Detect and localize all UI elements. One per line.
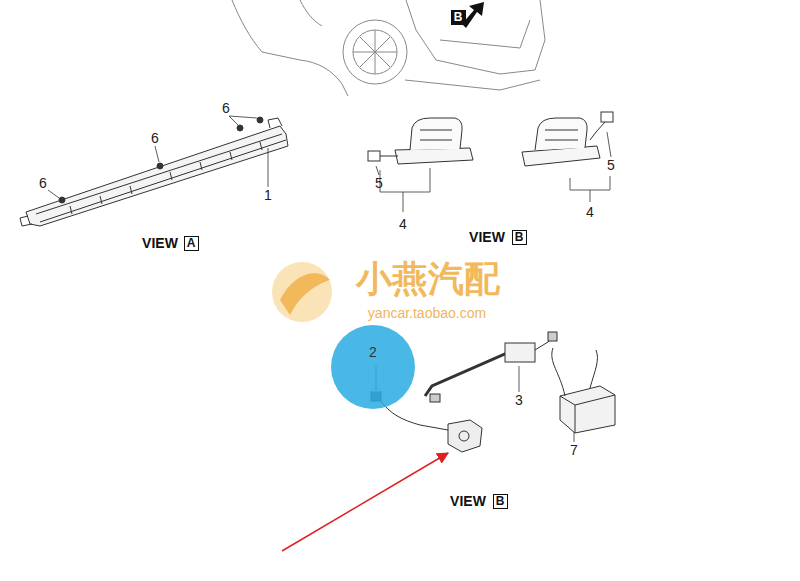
car-rear-part bbox=[300, 0, 322, 26]
leader-lines bbox=[48, 116, 611, 442]
leader-lines-part bbox=[48, 190, 59, 198]
view-caption: VIEW bbox=[450, 494, 486, 508]
license-lamp-right-part bbox=[601, 112, 613, 122]
camera-assembly-part bbox=[430, 394, 440, 402]
license-lamp-left bbox=[368, 118, 473, 164]
callout-number: 6 bbox=[39, 176, 47, 190]
car-rear-part bbox=[406, 0, 545, 74]
callout-number: 6 bbox=[151, 131, 159, 145]
license-lamp-right-part bbox=[545, 130, 578, 140]
callout-number: 1 bbox=[264, 188, 272, 202]
leader-lines-part bbox=[229, 116, 257, 118]
license-lamp-right-part bbox=[535, 118, 587, 150]
callout-number: 3 bbox=[515, 393, 523, 407]
watermark-logo-part bbox=[272, 262, 332, 322]
leader-lines-part bbox=[519, 366, 520, 392]
watermark-url: yancar.taobao.com bbox=[368, 306, 486, 320]
view-letter-box: B bbox=[493, 494, 508, 509]
pointer-arrow bbox=[282, 453, 448, 551]
control-module bbox=[552, 348, 615, 433]
node-text: B bbox=[454, 11, 463, 23]
callout-number: 5 bbox=[375, 176, 383, 190]
node-text: A bbox=[187, 237, 196, 249]
license-lamp-left-part bbox=[380, 156, 398, 157]
license-lamp-left-part bbox=[420, 130, 452, 140]
leader-lines-part bbox=[574, 432, 575, 442]
callout-number: 4 bbox=[399, 217, 407, 231]
view-letter-box: B bbox=[512, 230, 527, 245]
bumper-beam-part bbox=[36, 134, 282, 214]
camera-assembly-part bbox=[548, 332, 557, 341]
circle-fill bbox=[331, 325, 415, 409]
car-rear bbox=[232, 0, 545, 96]
callout-number: 6 bbox=[222, 101, 230, 115]
bumper-beam-part bbox=[40, 140, 286, 222]
control-module-part bbox=[560, 386, 615, 433]
license-lamp-left-part bbox=[395, 148, 473, 164]
car-rear-part bbox=[353, 30, 397, 74]
bumper-beam-part bbox=[26, 126, 288, 226]
bracket-part bbox=[570, 176, 610, 202]
view-letter-box: A bbox=[184, 236, 199, 251]
car-rear-part bbox=[405, 80, 540, 90]
leader-lines-part bbox=[268, 148, 269, 187]
control-module-part bbox=[590, 350, 597, 388]
license-lamp-right-part bbox=[522, 146, 600, 166]
view-caption: VIEW bbox=[142, 236, 178, 250]
view-caption: VIEW bbox=[469, 230, 505, 244]
bumper-beam-part bbox=[237, 125, 243, 131]
watermark-logo bbox=[272, 262, 332, 322]
bumper-beam-part bbox=[257, 117, 263, 123]
leader-lines-part bbox=[376, 166, 379, 175]
callout-number: 4 bbox=[586, 205, 594, 219]
control-module-part bbox=[552, 348, 565, 396]
control-module-part bbox=[560, 395, 615, 433]
bumper-beam-part bbox=[20, 216, 32, 226]
leader-lines-part bbox=[155, 146, 159, 162]
bumper-beam bbox=[20, 117, 288, 226]
license-lamp-left-part bbox=[410, 118, 462, 150]
node-text: 2 bbox=[369, 345, 377, 359]
car-rear-part bbox=[232, 0, 348, 96]
leader-lines-part bbox=[607, 132, 611, 157]
bumper-beam-part bbox=[157, 163, 163, 169]
leader-lines-part bbox=[229, 116, 238, 125]
bracket bbox=[380, 168, 610, 212]
bumper-beam-part bbox=[268, 118, 282, 128]
camera-assembly-part bbox=[459, 431, 469, 441]
circle-outline bbox=[331, 325, 415, 409]
callout-number: 5 bbox=[607, 158, 615, 172]
license-lamp-right bbox=[522, 112, 613, 166]
node-text: B bbox=[496, 495, 505, 507]
view-marker: B bbox=[451, 10, 466, 25]
bumper-beam-part bbox=[70, 142, 262, 214]
watermark-text: 小燕汽配 bbox=[356, 261, 500, 297]
car-rear-part bbox=[343, 20, 407, 84]
watermark-logo-part bbox=[280, 273, 330, 315]
bumper-beam-part bbox=[59, 197, 65, 203]
callout-number: 7 bbox=[570, 443, 578, 457]
bracket-part bbox=[380, 168, 430, 212]
car-rear-part bbox=[353, 30, 397, 74]
highlight-circle: 2 bbox=[331, 325, 415, 409]
camera-assembly-part bbox=[505, 343, 535, 362]
node-text: B bbox=[515, 231, 524, 243]
license-lamp-left-part bbox=[368, 151, 380, 161]
camera-assembly-part bbox=[448, 420, 482, 452]
license-lamp-right-part bbox=[590, 122, 605, 140]
